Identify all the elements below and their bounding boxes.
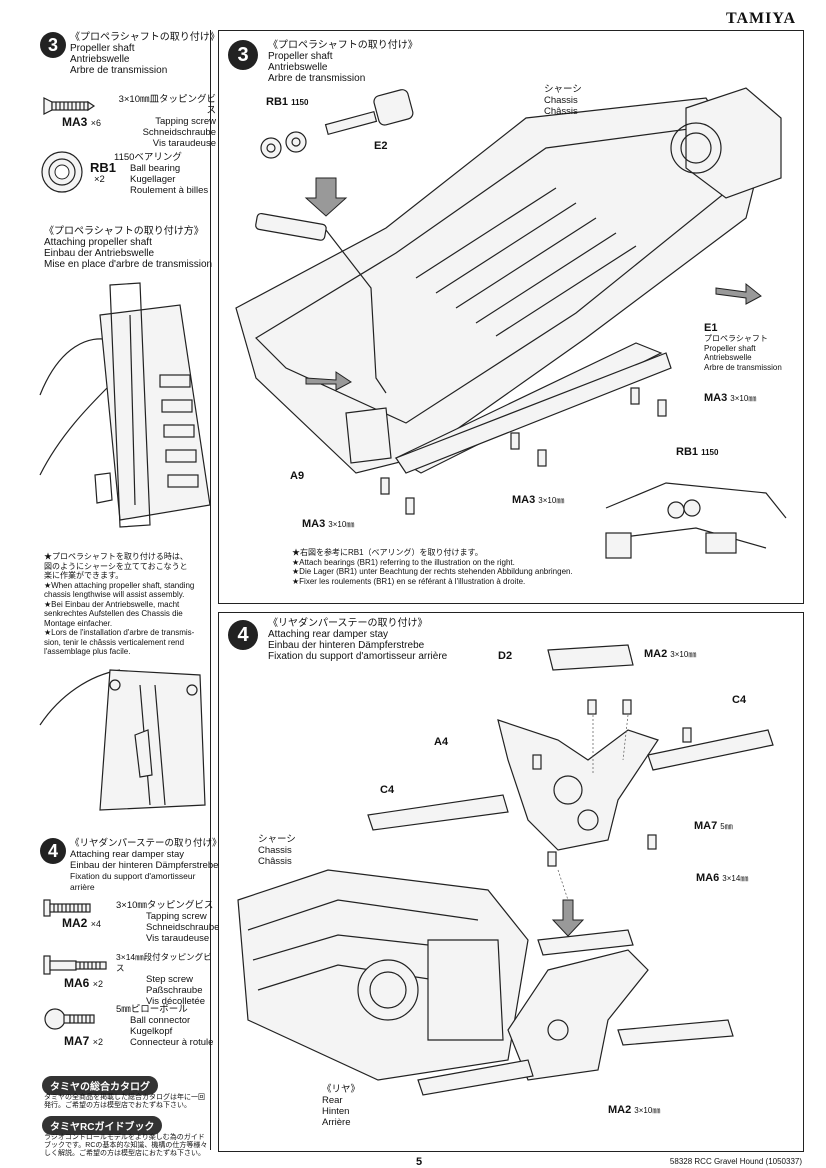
- ma2-label: MA2 3×10㎜: [608, 1104, 661, 1116]
- d2-label: D2: [498, 650, 513, 662]
- step-title-de: Einbau der hinteren Dämpferstrebe: [70, 860, 219, 871]
- rb1-label: RB1 1150: [266, 96, 309, 108]
- step-title-fr: Fixation du support d'amortisseur arrièr…: [70, 871, 196, 892]
- step-title-en: Attaching rear damper stay: [70, 849, 185, 860]
- part-code: MA6 ×2: [64, 976, 103, 990]
- rb1-label: RB1 1150: [676, 446, 719, 458]
- step-number-badge: 3: [228, 40, 258, 70]
- step3-title: 《プロペラシャフトの取り付け》 Propeller shaft Antriebs…: [268, 40, 418, 84]
- guidebook-heading: タミヤRCガイドブック: [42, 1116, 163, 1135]
- part-description: 3×14㎜段付タッピングビス Step screw Paßschraube Vi…: [116, 952, 212, 1007]
- e1-label: E1: [704, 322, 718, 334]
- step-number-badge: 4: [40, 838, 66, 864]
- page-number: 5: [416, 1156, 423, 1168]
- step3-main-panel: [218, 30, 804, 604]
- step-screw-icon: [43, 955, 107, 975]
- step-number-badge: 3: [40, 32, 66, 58]
- column-divider: [210, 30, 211, 1150]
- part-code: MA7 ×2: [64, 1034, 103, 1048]
- tapping-screw-icon: [43, 899, 91, 917]
- part-description: 1150ベアリング Ball bearing Kugellager Roulem…: [114, 152, 209, 196]
- part-code: MA3 ×6: [62, 115, 101, 129]
- ball-connector-icon: [44, 1008, 95, 1030]
- step-number-badge: 4: [228, 620, 258, 650]
- step-title-fr: Arbre de transmission: [70, 65, 168, 76]
- bearing-note: ★右図を参考にRB1（ベアリング）を取り付けます。★Attach bearing…: [292, 548, 573, 586]
- standing-chassis-illustration: [39, 282, 211, 528]
- step-title-de: Antriebswelle: [70, 54, 130, 65]
- attach-shaft-heading: 《プロペラシャフトの取り付け方》 Attaching propeller sha…: [44, 226, 213, 270]
- ma7-label: MA7 5㎜: [694, 820, 733, 832]
- ma6-label: MA6 3×14㎜: [696, 872, 749, 884]
- part-description: 3×10㎜タッピングビス Tapping screw Schneidschrau…: [116, 900, 220, 944]
- catalog-text: タミヤの全商品を掲載した総合カタログは年に一回発行。ご希望の方は模型店でおたずね…: [44, 1094, 205, 1109]
- chassis-propeller-illustration: [235, 87, 787, 559]
- step4-main-panel: [218, 612, 804, 1152]
- assembly-note: ★プロペラシャフトを取り付ける時は、図のようにシャーシを立てておこなうと楽に作業…: [44, 552, 195, 656]
- tapping-screw-icon: [43, 97, 96, 115]
- part-description: 5㎜ピローボール Ball connector Kugelkopf Connec…: [116, 1004, 214, 1048]
- catalog-heading: タミヤの総合カタログ: [42, 1076, 158, 1095]
- a4-label: A4: [434, 736, 449, 748]
- step-title-jp: 《プロペラシャフトの取り付け》: [70, 32, 220, 43]
- shaft-closeup-illustration: [39, 669, 206, 811]
- ma3-label: MA3 3×10㎜: [302, 518, 355, 530]
- rear-damper-stay-illustration: [237, 644, 774, 1096]
- ma3-label: MA3 3×10㎜: [512, 494, 565, 506]
- part-description: 3×10㎜皿タッピングビス Tapping screw Schneidschra…: [118, 94, 216, 149]
- c4-label: C4: [732, 694, 747, 706]
- guidebook-text: ラジオコントロールモデルをより楽しむ為のガイドブックです。RCの基本的な知識、機…: [44, 1134, 208, 1157]
- ma3-label: MA3 3×10㎜: [704, 392, 757, 404]
- footer-product-code: 58328 RCC Gravel Hound (1050337): [669, 1157, 802, 1166]
- part-code: MA2 ×4: [62, 916, 101, 930]
- ma2-label: MA2 3×10㎜: [644, 648, 697, 660]
- part-code: RB1: [90, 160, 117, 175]
- step4-title: 《リヤダンパーステーの取り付け》 Attaching rear damper s…: [268, 618, 448, 662]
- a9-label: A9: [290, 470, 305, 482]
- ball-bearing-icon: [41, 151, 83, 193]
- step-title-jp: 《リヤダンパーステーの取り付け》: [70, 838, 222, 849]
- brand-logo: TAMIYA: [725, 10, 796, 27]
- e2-label: E2: [374, 140, 388, 152]
- part-qty: ×2: [94, 174, 105, 185]
- c4-label: C4: [380, 784, 395, 796]
- step-title-en: Propeller shaft: [70, 43, 135, 54]
